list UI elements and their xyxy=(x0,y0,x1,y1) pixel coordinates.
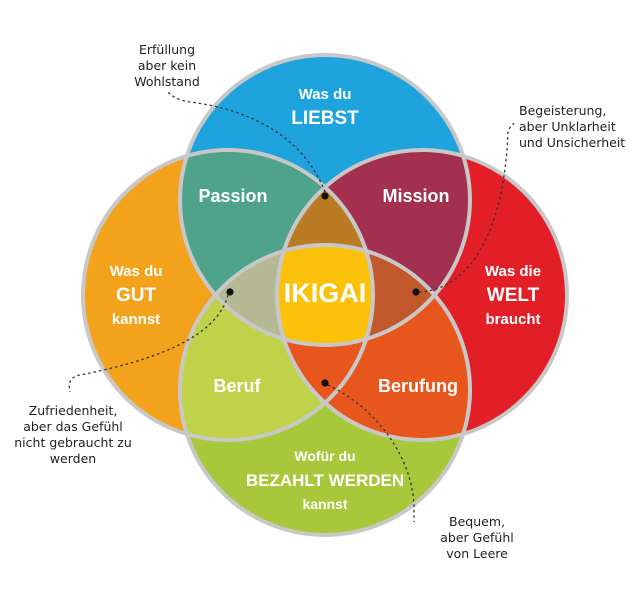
annotation-top-left: Erfüllung aber kein Wohlstand xyxy=(134,42,200,89)
annotation-top-left-line: Erfüllung xyxy=(139,42,195,57)
label-berufung: Berufung xyxy=(378,376,458,396)
label-gut-line3: kannst xyxy=(112,311,160,328)
annotation-bottom-left: Zufriedenheit, aber das Gefühl nicht geb… xyxy=(14,403,132,466)
label-welt-line2: WELT xyxy=(487,285,540,306)
annotation-top-left-line: Wohlstand xyxy=(134,74,200,89)
label-bezahlt-line2: BEZAHLT WERDEN xyxy=(246,471,404,490)
label-liebst-line2: LIEBST xyxy=(291,108,359,129)
outline-welt xyxy=(275,148,569,442)
label-passion: Passion xyxy=(198,186,267,206)
leader-top-right xyxy=(418,122,515,293)
annotation-bottom-right-line: aber Gefühl xyxy=(440,530,514,545)
annotation-top-right-line: aber Unklarheit xyxy=(519,119,616,134)
annotation-bottom-left-line: werden xyxy=(50,451,96,466)
dot-bottom-triple xyxy=(321,379,329,387)
label-bezahlt-line1: Wofür du xyxy=(294,448,355,464)
label-welt-line1: Was die xyxy=(485,263,541,280)
leader-bottom-left xyxy=(68,294,229,393)
dot-right-triple xyxy=(412,288,420,296)
outline-liebst xyxy=(178,53,472,347)
annotation-bottom-right: Bequem, aber Gefühl von Leere xyxy=(440,514,514,561)
leader-top-left xyxy=(166,89,326,193)
annotation-top-left-line: aber kein xyxy=(138,58,196,73)
label-mission: Mission xyxy=(382,186,449,206)
label-liebst-line1: Was du xyxy=(299,86,352,103)
label-ikigai: IKIGAI xyxy=(284,278,367,308)
label-gut-line1: Was du xyxy=(110,263,163,280)
outline-gut xyxy=(81,148,375,442)
label-welt-line3: braucht xyxy=(485,311,540,328)
annotation-bottom-left-line: Zufriedenheit, xyxy=(29,403,118,418)
circle-outlines xyxy=(81,53,569,537)
annotation-top-right-line: Begeisterung, xyxy=(519,103,606,118)
dot-left-triple xyxy=(226,288,234,296)
annotation-bottom-left-line: aber das Gefühl xyxy=(23,419,123,434)
dot-top-triple xyxy=(321,192,329,200)
annotation-bottom-right-line: von Leere xyxy=(446,546,508,561)
outline-bezahlt xyxy=(178,243,472,537)
annotation-top-right: Begeisterung, aber Unklarheit und Unsich… xyxy=(519,103,625,150)
label-beruf: Beruf xyxy=(213,376,261,396)
annotation-bottom-left-line: nicht gebraucht zu xyxy=(14,435,132,450)
label-bezahlt-line3: kannst xyxy=(302,496,347,512)
annotation-top-right-line: und Unsicherheit xyxy=(519,135,625,150)
label-gut-line2: GUT xyxy=(116,285,157,306)
annotation-bottom-right-line: Bequem, xyxy=(449,514,505,529)
